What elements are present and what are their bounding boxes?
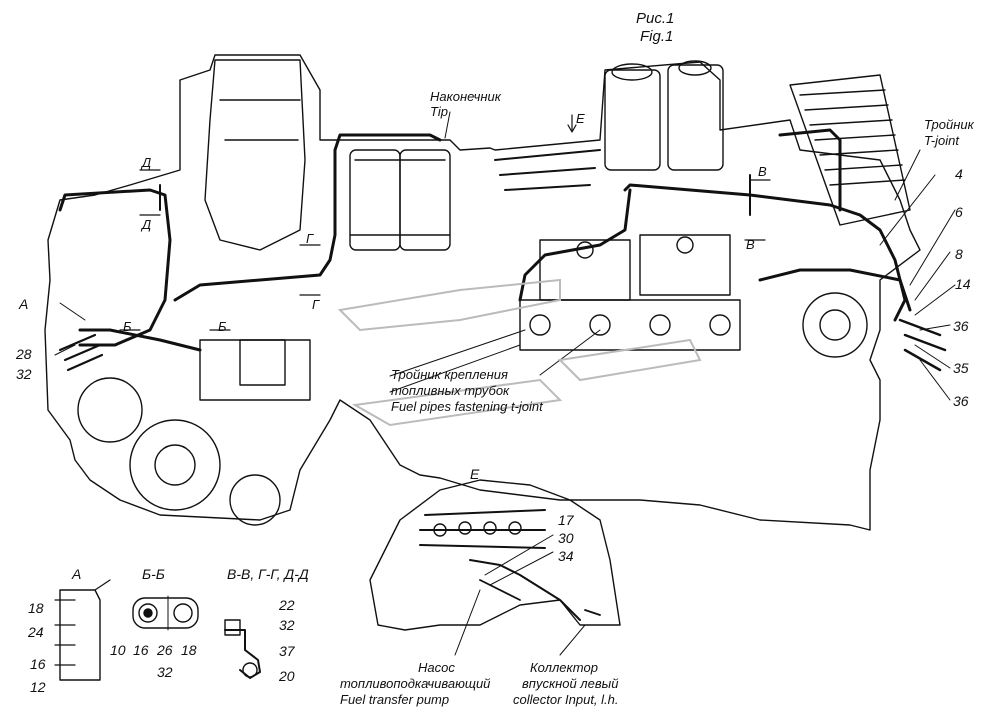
detail-a-number-12: 12 (30, 679, 46, 695)
detail-combo-title: В-В, Г-Г, Д-Д (227, 566, 309, 582)
part-number-17: 17 (558, 512, 574, 528)
detail-combo-number-32: 32 (279, 617, 295, 633)
fuel-filter-right (399, 149, 451, 251)
part-number-14: 14 (955, 276, 971, 292)
part-number-34: 34 (558, 548, 574, 564)
detail-bb-title: Б-Б (142, 566, 165, 582)
section-g-top: Г (306, 231, 314, 246)
part-number-4: 4 (955, 166, 963, 182)
high-pressure-pump (199, 339, 311, 401)
filler-tower (204, 59, 306, 251)
callout-tip-ru: Наконечник (430, 89, 501, 104)
callout-collector-ru2: впускной левый (522, 676, 619, 691)
part-number-28: 28 (16, 346, 32, 362)
callout-pump-ru2: топливоподкачивающий (340, 676, 491, 691)
detail-bb-number-18: 18 (181, 642, 197, 658)
detail-a-number-18: 18 (28, 600, 44, 616)
section-b-right: Б (218, 319, 227, 334)
detail-a-number-16: 16 (30, 656, 46, 672)
callout-fastening-ru1: Тройник крепления (391, 367, 508, 382)
callout-collector-ru1: Коллектор (530, 660, 598, 675)
fuel-line-top (58, 188, 172, 347)
section-v-top: В (758, 164, 767, 179)
part-number-35: 35 (953, 360, 969, 376)
callout-tjoint-en: T-joint (924, 133, 959, 148)
detail-a-number-24: 24 (28, 624, 44, 640)
callout-tjoint-ru: Тройник (924, 117, 974, 132)
detail-bb-number-32: 32 (157, 664, 173, 680)
part-number-6: 6 (955, 204, 963, 220)
figure-title-ru: Рис.1 (636, 10, 675, 27)
callout-tip-en: Tip (430, 104, 448, 119)
part-number-30: 30 (558, 530, 574, 546)
detail-bb-number-26: 26 (157, 642, 173, 658)
detail-e-outline (369, 479, 621, 631)
view-e-arrow-label: Е (576, 111, 585, 126)
expansion-tank-1 (604, 69, 661, 171)
section-d-top: Д (142, 155, 152, 170)
engine-outline (44, 54, 921, 531)
figure-title-en: Fig.1 (640, 28, 674, 45)
view-a-side-label: А (19, 296, 29, 312)
detail-bb-number-10: 10 (110, 642, 126, 658)
part-number-36-top: 36 (953, 318, 969, 334)
turbocharger (802, 292, 868, 358)
callout-fastening-en: Fuel pipes fastening t-joint (391, 399, 543, 414)
section-v-bottom: В (746, 237, 755, 252)
detail-bb-body (132, 597, 199, 629)
expansion-tank-2 (667, 64, 724, 171)
detail-bb-number-16: 16 (133, 642, 149, 658)
section-d-bottom: Д (142, 217, 152, 232)
view-e-detail-label: Е (470, 466, 480, 482)
callout-collector-en: collector Input, l.h. (513, 692, 619, 707)
callout-pump-ru1: Насос (418, 660, 455, 675)
detail-combo-number-20: 20 (279, 668, 295, 684)
detail-a-title: А (72, 566, 82, 582)
part-number-32: 32 (16, 366, 32, 382)
section-b-left: Б (123, 319, 132, 334)
section-g-bottom: Г (312, 297, 320, 312)
callout-pump-en: Fuel transfer pump (340, 692, 450, 707)
part-number-8: 8 (955, 246, 963, 262)
detail-clip (224, 629, 261, 679)
detail-combo-number-37: 37 (279, 643, 295, 659)
detail-combo-number-22: 22 (279, 597, 295, 613)
callout-fastening-ru2: топливных трубок (391, 383, 510, 398)
part-number-36-bottom: 36 (953, 393, 969, 409)
radiator-panel (789, 74, 911, 226)
gear-housing (129, 419, 221, 511)
fuel-line-long (173, 133, 442, 302)
detail-a-body (59, 589, 101, 681)
